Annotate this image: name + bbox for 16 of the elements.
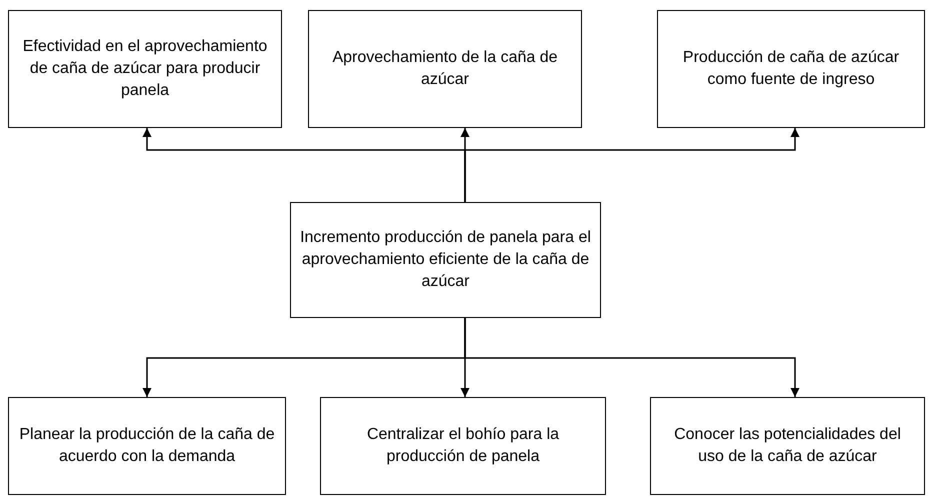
process-box	[308, 10, 582, 128]
process-box	[290, 202, 601, 318]
box-text: Incremento producción de panela para el aprovechamiento eficiente de la caña de azúcar	[299, 228, 592, 292]
box-text: Conocer las potencialidades del uso de la caña de azúcar	[673, 425, 902, 467]
box-text: Efectividad en el aprovechamiento de caña de azúcar para producir panela	[22, 37, 268, 101]
process-box	[8, 10, 282, 128]
arrow	[464, 128, 800, 202]
box-text: Producción de caña de azúcar como fuente de ingreso	[682, 48, 900, 90]
box-text: Planear la producción de la caña de acuerdo con la demanda	[18, 425, 276, 467]
process-box	[657, 10, 925, 128]
arrow	[464, 318, 800, 397]
process-box	[320, 397, 606, 495]
process-box	[8, 397, 286, 495]
process-box	[650, 397, 925, 495]
box-text: Aprovechamiento de la caña de azúcar	[331, 48, 559, 90]
box-text: Centralizar el bohío para la producción de panela	[366, 425, 560, 467]
